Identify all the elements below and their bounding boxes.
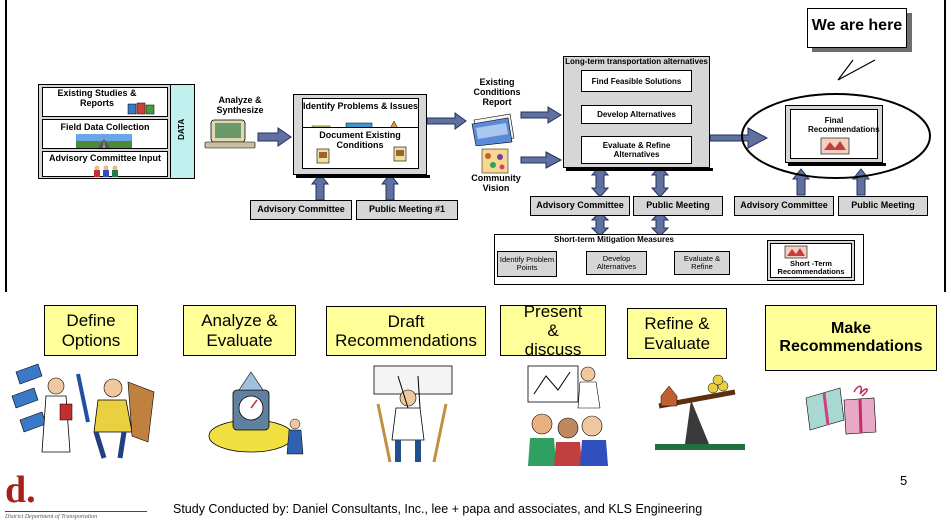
public-meeting-1: Public Meeting #1 <box>356 200 458 220</box>
arrow-adv1-up <box>310 173 330 201</box>
step-make-recommendations: Make Recommendations <box>765 305 937 371</box>
final-shadow <box>788 163 886 166</box>
analyze-evaluate-illustration <box>208 371 304 455</box>
callout-box <box>807 8 907 48</box>
arrow-longterm-to-final <box>709 127 769 149</box>
make-recommendations-illustration <box>805 385 877 435</box>
arrow-adv3-up <box>791 168 811 196</box>
final-label: Final Recommendations <box>808 116 880 134</box>
callout-text: We are here <box>811 17 903 34</box>
identify-label: Identify Problems & Issues <box>302 101 419 111</box>
define-options-illustration <box>11 363 155 459</box>
draft-recommendations-illustration <box>373 365 453 463</box>
existing-report-label: Existing Conditions Report <box>473 77 521 107</box>
st-develop-box: Develop Alternatives <box>586 251 647 275</box>
advisory-committee-3: Advisory Committee <box>734 196 834 216</box>
st-recs-icon <box>784 245 808 259</box>
st-evaluate-box: Evaluate & Refine <box>674 251 730 275</box>
computer-icon <box>204 119 256 149</box>
page-number: 5 <box>900 473 908 488</box>
callout-pointer <box>837 59 876 81</box>
books-icon <box>127 102 155 115</box>
step-draft-recommendations: Draft Recommendations <box>326 306 486 356</box>
field-label: Field Data Collection <box>60 122 150 132</box>
advisory-committee-2: Advisory Committee <box>530 196 630 216</box>
callout-box-shadow <box>812 48 912 52</box>
develop-alternatives-box: Develop Alternatives <box>581 105 692 124</box>
left-border-line <box>5 0 7 292</box>
step-refine-evaluate: Refine & Evaluate <box>627 308 727 359</box>
report-stack-icon <box>471 113 515 146</box>
arrow-analyze-to-identify <box>257 127 292 147</box>
community-vision-icon <box>481 148 509 174</box>
data-label: DATA <box>177 118 187 140</box>
step-analyze-evaluate: Analyze & Evaluate <box>183 305 296 356</box>
find-solutions-box: Find Feasible Solutions <box>581 70 692 92</box>
final-recommendations-icon <box>820 137 850 155</box>
arrow-identify-to-report <box>426 112 467 130</box>
ddot-logo: d. District Department of Transportation <box>5 471 151 524</box>
longterm-title: Long-term transportation alternatives <box>565 57 708 66</box>
present-discuss-illustration <box>527 365 608 466</box>
road-icon <box>76 134 132 148</box>
document-icon-left <box>316 148 330 164</box>
right-border-line <box>944 0 946 292</box>
arrow-pub3-up <box>851 168 871 196</box>
st-recs-inner <box>770 243 852 278</box>
refine-evaluate-illustration <box>655 374 745 450</box>
arrow-vision-to-longterm <box>520 151 563 169</box>
advisory-input-label: Advisory Committee Input <box>48 153 161 163</box>
flow-arrows <box>257 59 931 272</box>
callout-box-shadow-side <box>907 13 912 52</box>
public-meeting-3: Public Meeting <box>838 196 928 216</box>
arrow-pub1-up <box>380 173 400 201</box>
document-icon-right <box>393 146 407 162</box>
st-identify-box: Identify Problem Points <box>497 251 557 277</box>
analyze-label: Analyze & Synthesize <box>216 95 264 115</box>
advisory-committee-1: Advisory Committee <box>250 200 352 220</box>
st-recs-label: Short -Term Recommendations <box>777 259 845 277</box>
step-present-discuss: Present & discuss <box>500 302 606 359</box>
people-icon <box>94 165 118 177</box>
data-side-bar <box>170 84 195 179</box>
evaluate-refine-box: Evaluate & Refine Alternatives <box>581 136 692 164</box>
shortterm-title: Short-term Mitigation Measures <box>553 235 674 244</box>
logo-letter: d. <box>5 469 36 511</box>
document-label: Document Existing Conditions <box>319 130 401 150</box>
final-ellipse <box>741 93 931 179</box>
step-define-options: Define Options <box>44 305 138 356</box>
footer-credits: Study Conducted by: Daniel Consultants, … <box>173 502 703 516</box>
identify-group-shadow <box>296 175 430 178</box>
longterm-shadow <box>566 168 713 171</box>
logo-caption: District Department of Transportation <box>5 514 98 520</box>
public-meeting-2: Public Meeting <box>633 196 723 216</box>
logo-underline <box>5 511 147 512</box>
community-vision-label: Community Vision <box>471 173 521 193</box>
studies-label: Existing Studies & Reports <box>57 88 137 108</box>
arrow-report-to-longterm <box>520 106 562 124</box>
